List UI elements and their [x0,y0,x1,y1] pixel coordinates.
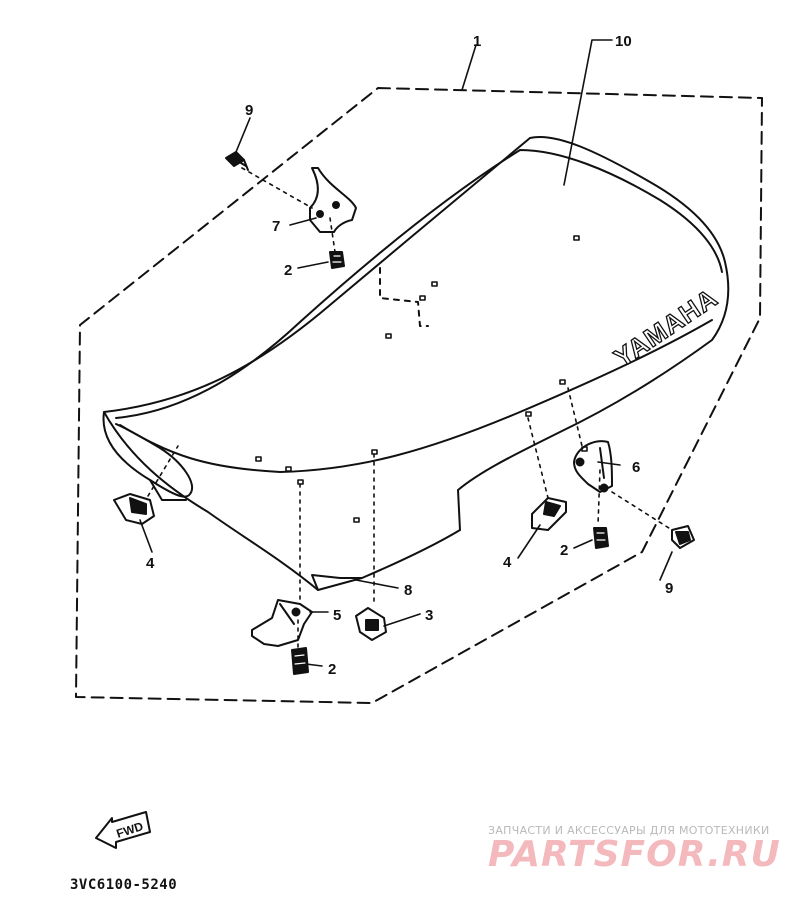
callout-2-bottom: 2 [328,661,336,678]
seat-pan-edge [311,574,363,591]
callout-2-right: 2 [560,542,568,559]
bracket-6 [573,440,613,493]
seat-hidden-frame [379,267,429,327]
callout-4-right: 4 [503,554,512,571]
watermark-subtitle: ЗАПЧАСТИ И АКСЕССУАРЫ ДЛЯ МОТОТЕХНИКИ [488,824,770,837]
seat-brand-text: YAMAHA [609,282,723,373]
callout-2-top: 2 [284,262,292,279]
callout-3: 3 [425,607,433,624]
callout-1: 1 [473,33,481,50]
stay-plate-5 [251,599,313,647]
mounting-holes [255,235,588,523]
seat-side-seam [119,319,713,473]
clip-4-left [113,493,155,525]
clip-4-right [531,497,567,531]
screw-2-right [593,527,609,549]
callout-4-left: 4 [146,555,155,572]
callout-5: 5 [333,607,341,624]
assembly-dot-lines [147,167,673,649]
part-number: 3VC6100-5240 [70,877,178,893]
leader-lines [139,39,673,667]
bolt-9-right [671,525,695,549]
callout-7: 7 [272,218,280,235]
seat-underside [102,411,193,498]
screw-2-top [329,251,345,269]
bolt-9-top [225,151,249,171]
watermark-logo: PARTSFOR.RU [488,834,781,875]
bracket-7 [309,167,357,233]
callout-10: 10 [615,33,632,50]
seat-body [103,136,730,591]
callout-8: 8 [404,582,412,599]
screw-2-bottom [291,647,309,675]
callout-6: 6 [632,459,640,476]
callout-9-top: 9 [245,102,253,119]
callout-9-right: 9 [665,580,673,597]
fwd-arrow [95,811,151,849]
assembly-boundary [75,87,763,704]
seat-top-line [115,149,723,419]
nut-3 [355,607,387,641]
